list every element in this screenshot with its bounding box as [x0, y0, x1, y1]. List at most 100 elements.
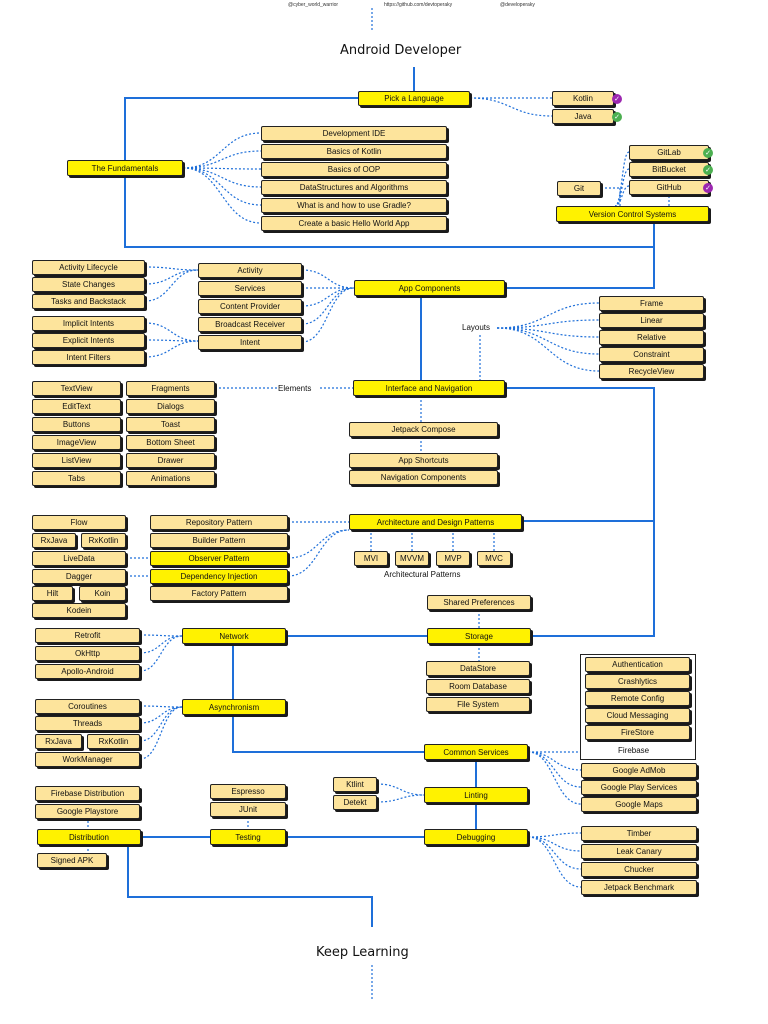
- path-to-end: [127, 845, 373, 927]
- dotted-link: [287, 529, 350, 577]
- async-rxjava: RxJava: [35, 734, 82, 749]
- dotted-link: [376, 783, 425, 796]
- dist-playstore: Google Playstore: [35, 804, 140, 819]
- di-kodein: Kodein: [32, 603, 126, 618]
- component-content-provider: Content Provider: [198, 299, 302, 314]
- element-textview: TextView: [32, 381, 121, 396]
- dotted-link: [469, 97, 553, 117]
- firebase-firestore: FireStore: [585, 725, 690, 740]
- testing-node: Testing: [210, 829, 286, 845]
- pattern-di: Dependency Injection: [150, 569, 288, 584]
- arch-mvc: MVC: [477, 551, 511, 566]
- bitbucket-check-icon: ✓: [703, 165, 713, 175]
- di-dagger: Dagger: [32, 569, 126, 584]
- storage-shared-prefs: Shared Preferences: [427, 595, 531, 610]
- dotted-link: [182, 167, 262, 188]
- network-retrofit: Retrofit: [35, 628, 140, 643]
- element-listview: ListView: [32, 453, 121, 468]
- component-intent: Intent: [198, 335, 302, 350]
- async-threads: Threads: [35, 716, 140, 731]
- pick-language-node: Pick a Language: [358, 91, 470, 106]
- dotted-link: [182, 132, 262, 169]
- dotted-link: [144, 266, 199, 271]
- page-title: Android Developer: [340, 43, 462, 58]
- layout-linear: Linear: [599, 313, 704, 328]
- vcs-git: Git: [557, 181, 601, 196]
- activity-tasks-backstack: Tasks and Backstack: [32, 294, 145, 309]
- component-activity: Activity: [198, 263, 302, 278]
- language-java: Java: [552, 109, 614, 124]
- debug-timber: Timber: [581, 826, 697, 841]
- architecture-node: Architecture and Design Patterns: [349, 514, 522, 530]
- dotted-link: [144, 269, 199, 302]
- element-dialogs: Dialogs: [126, 399, 215, 414]
- dotted-link: [614, 151, 630, 207]
- pattern-observer: Observer Pattern: [150, 551, 288, 566]
- dotted-link: [527, 836, 582, 852]
- path-to-common: [232, 715, 424, 753]
- dotted-link: [527, 836, 582, 870]
- dotted-link: [527, 751, 582, 805]
- app-shortcuts: App Shortcuts: [349, 453, 498, 468]
- element-drawer: Drawer: [126, 453, 215, 468]
- common-services-node: Common Services: [424, 744, 528, 760]
- component-broadcast-receiver: Broadcast Receiver: [198, 317, 302, 332]
- dist-signed-apk: Signed APK: [37, 853, 107, 868]
- dotted-link: [139, 635, 183, 654]
- arch-mvi: MVI: [354, 551, 388, 566]
- dotted-link: [287, 529, 350, 559]
- fundamentals-dsa: DataStructures and Algorithms: [261, 180, 447, 195]
- async-rxkotlin: RxKotlin: [87, 734, 140, 749]
- dotted-link: [496, 319, 600, 329]
- element-bottom-sheet: Bottom Sheet: [126, 435, 215, 450]
- language-kotlin: Kotlin: [552, 91, 614, 106]
- storage-node: Storage: [427, 628, 531, 644]
- common-admob: Google AdMob: [581, 763, 697, 778]
- path-to-storage: [522, 520, 655, 637]
- storage-file-system: File System: [426, 697, 530, 712]
- elements-label: Elements: [278, 384, 312, 393]
- dotted-link: [139, 706, 183, 760]
- fundamentals-oop-basics: Basics of OOP: [261, 162, 447, 177]
- dotted-link: [144, 269, 199, 285]
- debug-benchmark: Jetpack Benchmark: [581, 880, 697, 895]
- dotted-link: [527, 832, 582, 838]
- github-check-icon: ✓: [703, 183, 713, 193]
- network-okhttp: OkHttp: [35, 646, 140, 661]
- fundamentals-node: The Fundamentals: [67, 160, 183, 176]
- lint-detekt: Detekt: [333, 795, 377, 810]
- activity-lifecycle: Activity Lifecycle: [32, 260, 145, 275]
- dotted-link: [182, 167, 262, 224]
- kotlin-check-icon: ✓: [612, 94, 622, 104]
- header-twitter: @cyber_world_warrior: [288, 2, 339, 8]
- path-to-architecture: [505, 387, 655, 522]
- layout-recycleview: RecycleView: [599, 364, 704, 379]
- header-handle: @developeraky: [500, 2, 535, 8]
- arch-mvp: MVP: [436, 551, 470, 566]
- navigation-components: Navigation Components: [349, 470, 498, 485]
- common-maps: Google Maps: [581, 797, 697, 812]
- layout-relative: Relative: [599, 330, 704, 345]
- dotted-link: [182, 167, 262, 206]
- dotted-link: [614, 168, 630, 207]
- element-tabs: Tabs: [32, 471, 121, 486]
- async-coroutines: Coroutines: [35, 699, 140, 714]
- pattern-builder: Builder Pattern: [150, 533, 288, 548]
- element-toast: Toast: [126, 417, 215, 432]
- gitlab-check-icon: ✓: [703, 148, 713, 158]
- network-node: Network: [182, 628, 286, 644]
- storage-datastore: DataStore: [426, 661, 530, 676]
- architectural-patterns-label: Architectural Patterns: [384, 570, 461, 579]
- network-apollo: Apollo-Android: [35, 664, 140, 679]
- component-services: Services: [198, 281, 302, 296]
- intent-implicit: Implicit Intents: [32, 316, 145, 331]
- dotted-link: [182, 150, 262, 169]
- dotted-link: [496, 302, 600, 329]
- vcs-gitlab: GitLab: [629, 145, 709, 160]
- test-junit: JUnit: [210, 802, 286, 817]
- dotted-link: [496, 327, 600, 338]
- dotted-link: [496, 327, 600, 355]
- debug-chucker: Chucker: [581, 862, 697, 877]
- dotted-link: [139, 705, 183, 708]
